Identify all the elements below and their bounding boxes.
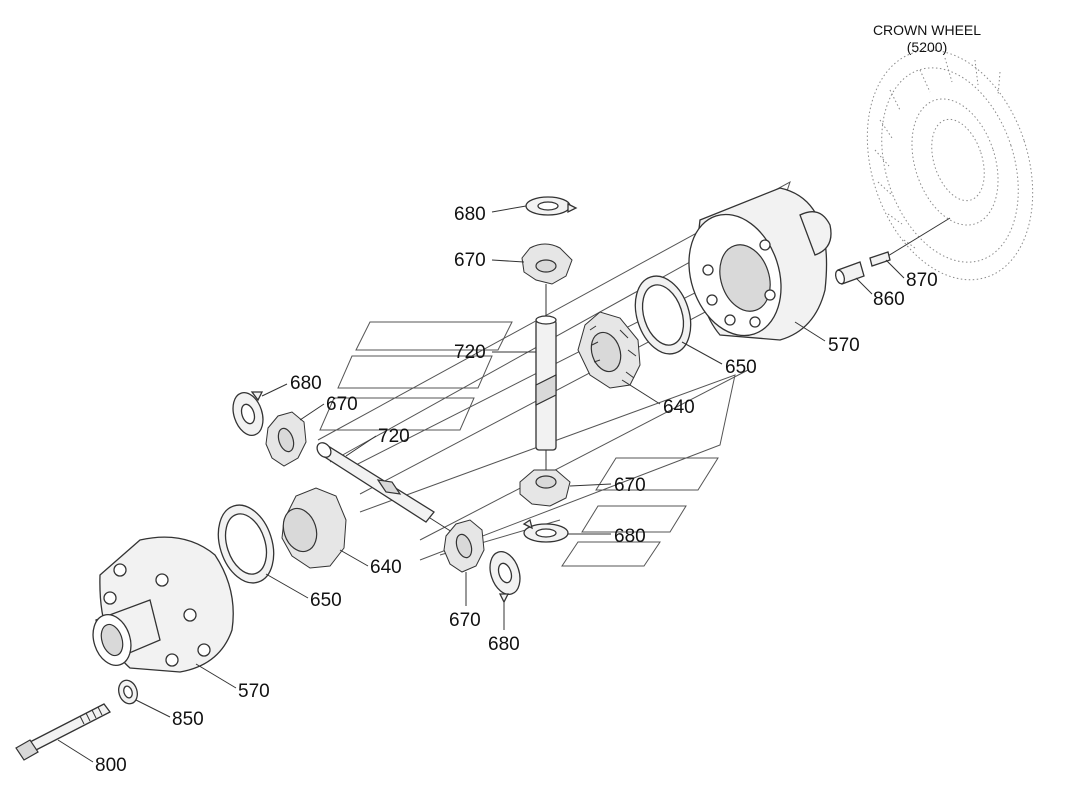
callout-720-left: 720 (378, 426, 410, 447)
leader-680-left (261, 383, 288, 397)
callout-680-left: 680 (290, 373, 322, 394)
leader-850 (135, 699, 171, 718)
bolt-800 (15, 703, 111, 761)
callout-670-top: 670 (454, 250, 486, 271)
pinion-670-mid (519, 469, 571, 507)
callout-640-right: 640 (663, 397, 695, 418)
crown-wheel-ref: (5200) (907, 39, 947, 55)
callout-670-bottom: 670 (449, 610, 481, 631)
pin-870 (869, 251, 891, 267)
side-gear-640-left (281, 487, 347, 569)
washer-850 (118, 679, 138, 705)
callout-650-right: 650 (725, 357, 757, 378)
leader-720-left (345, 435, 377, 457)
leader-570-bottom (195, 663, 237, 689)
callout-680-bottom: 680 (488, 634, 520, 655)
leader-640-right (621, 379, 661, 405)
callout-870: 870 (906, 270, 938, 291)
leader-800 (57, 739, 94, 763)
cross-shaft-720-vertical (535, 284, 557, 472)
leader-670-left (299, 403, 325, 421)
washer-680-top (525, 196, 578, 216)
pinion-670-bottom (443, 519, 485, 573)
callout-680-mid: 680 (614, 526, 646, 547)
callout-640-left: 640 (370, 557, 402, 578)
callout-570-bottom: 570 (238, 681, 270, 702)
pinion-670-top (521, 243, 573, 285)
leader-680-top (491, 205, 527, 213)
leader-crown-wheel (877, 217, 951, 263)
cross-shaft-720-diagonal (316, 442, 453, 533)
leader-860 (855, 277, 873, 295)
callout-670-mid: 670 (614, 475, 646, 496)
callout-670-left: 670 (326, 394, 358, 415)
washer-680-mid (522, 518, 569, 543)
side-gear-640-right (577, 311, 641, 389)
callout-720-top: 720 (454, 342, 486, 363)
leader-570-top (794, 321, 826, 342)
leader-640-left (339, 549, 369, 567)
leader-870 (885, 259, 905, 279)
callout-860: 860 (873, 289, 905, 310)
callout-650-left: 650 (310, 590, 342, 611)
callout-680-top: 680 (454, 204, 486, 225)
leader-670-mid (569, 483, 612, 487)
callout-800: 800 (95, 755, 127, 776)
thrust-washer-650-right (634, 275, 692, 355)
crown-wheel-title: CROWN WHEEL (873, 22, 981, 38)
thrust-washer-650-left (217, 504, 275, 584)
leader-650-left (265, 573, 309, 599)
differential-housing-left (92, 536, 234, 673)
differential-housing-right (688, 187, 832, 341)
callout-570-top: 570 (828, 335, 860, 356)
pinion-670-left (265, 411, 307, 467)
pin-860 (834, 261, 865, 285)
washer-680-bottom (489, 550, 521, 604)
callout-850: 850 (172, 709, 204, 730)
leader-650-right (681, 341, 723, 365)
leader-670-top (491, 259, 525, 263)
washer-680-left (232, 391, 264, 437)
